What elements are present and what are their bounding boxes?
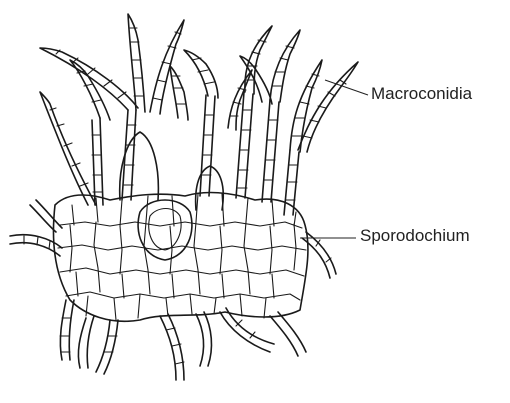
macroconidia-leader-line (325, 80, 368, 95)
macroconidia-label: Macroconidia (371, 84, 472, 104)
macroconidia (40, 14, 358, 205)
sporodochium-label: Sporodochium (360, 226, 470, 246)
sporodochium-cushion (53, 193, 307, 322)
conidiophores (92, 92, 299, 215)
